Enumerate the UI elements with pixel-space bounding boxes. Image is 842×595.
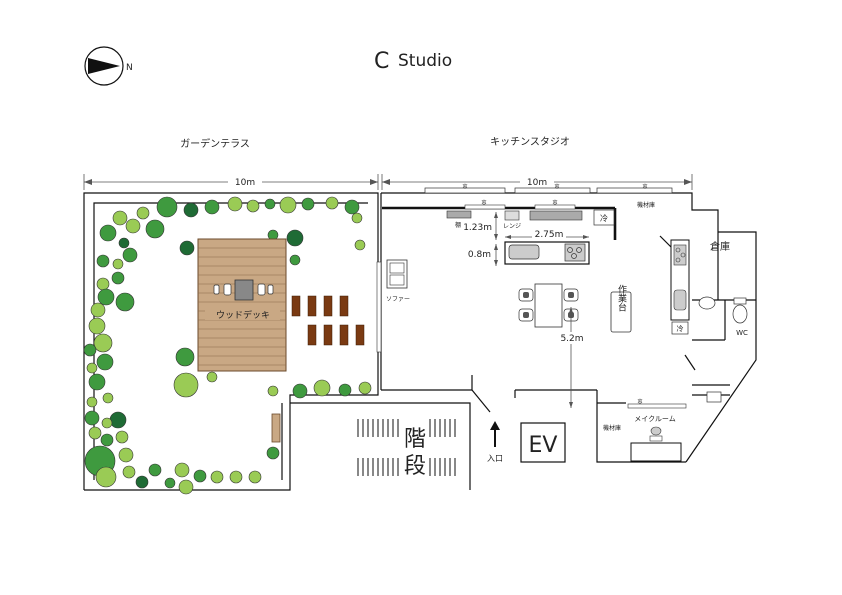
garden-width-label: 10m <box>235 178 255 188</box>
wc-fixtures <box>698 296 748 324</box>
counter-length-dim <box>505 229 589 241</box>
kitchen-walls <box>380 192 757 463</box>
benches <box>291 295 365 346</box>
elevator <box>520 422 566 463</box>
equipment-room-label-2: 機材庫 <box>603 424 621 432</box>
dining-table <box>518 283 579 328</box>
room-depth-label: 5.2m <box>560 334 583 344</box>
counter-length-label: 2.75m <box>535 230 564 240</box>
makeup-furniture <box>630 426 682 462</box>
range-label: レンジ <box>503 223 521 230</box>
shelf-gap-dim <box>494 212 498 266</box>
window-label-1: 窓 <box>462 183 467 190</box>
shelf-gap-label: 1.23m <box>463 223 492 233</box>
entrance-label: 入口 <box>487 454 503 463</box>
back-window-label-1: 窓 <box>481 199 486 206</box>
back-window-label-2: 窓 <box>552 199 557 206</box>
shelf-label: 棚 <box>455 221 461 229</box>
fridge-label: 冷 <box>600 213 608 223</box>
window-label-3: 窓 <box>642 183 647 190</box>
wc-label: WC <box>736 329 748 337</box>
wood-deck <box>197 238 287 372</box>
sofa-label: ソファー <box>386 296 410 303</box>
kitchen-width-dim <box>381 174 693 190</box>
sofa <box>386 259 408 289</box>
top-windows <box>424 187 673 194</box>
range <box>504 210 520 221</box>
elevator-label: EV <box>529 433 558 458</box>
room-depth-dim <box>559 307 585 408</box>
wood-deck-label: ウッドデッキ <box>216 309 270 321</box>
window-label-2: 窓 <box>554 183 559 190</box>
storeroom-label: 倉庫 <box>710 240 730 253</box>
title-mark: C <box>374 49 389 74</box>
kitchen-width-label: 10m <box>527 178 547 188</box>
makeup-room-label: メイクルーム <box>634 415 675 423</box>
kitchen-title: キッチンスタジオ <box>490 136 570 148</box>
utility-box <box>706 391 722 403</box>
garden-bench-side <box>271 413 281 443</box>
garden-title: ガーデンテラス <box>180 137 250 150</box>
page-title: Studio <box>398 51 452 71</box>
makeup-window-label: 窓 <box>637 398 642 405</box>
side-fridge-label: 冷 <box>677 324 684 333</box>
side-kitchen-unit <box>670 239 690 335</box>
equipment-room-label-1: 機材庫 <box>637 201 655 209</box>
compass-label: N <box>126 63 133 73</box>
left-window <box>376 261 382 353</box>
stairs-label-2: 段 <box>404 454 426 479</box>
stairs <box>290 402 471 490</box>
counter-depth-label: 0.8m <box>468 250 491 260</box>
entrance-arrow-icon <box>490 421 500 447</box>
entrance-door <box>471 389 491 413</box>
upper-cabinet <box>529 210 583 221</box>
island-counter <box>504 241 590 265</box>
back-window-2 <box>534 204 576 210</box>
work-table <box>610 291 632 333</box>
garden-trees <box>83 196 372 495</box>
fridge <box>593 209 615 226</box>
garden-width-dim <box>83 174 379 190</box>
shelf <box>446 210 472 219</box>
makeup-window <box>627 403 687 409</box>
back-window-1 <box>464 204 506 210</box>
work-table-label: 作業台 <box>616 283 627 312</box>
compass-icon <box>84 46 124 86</box>
stairs-label-1: 階 <box>404 427 426 452</box>
